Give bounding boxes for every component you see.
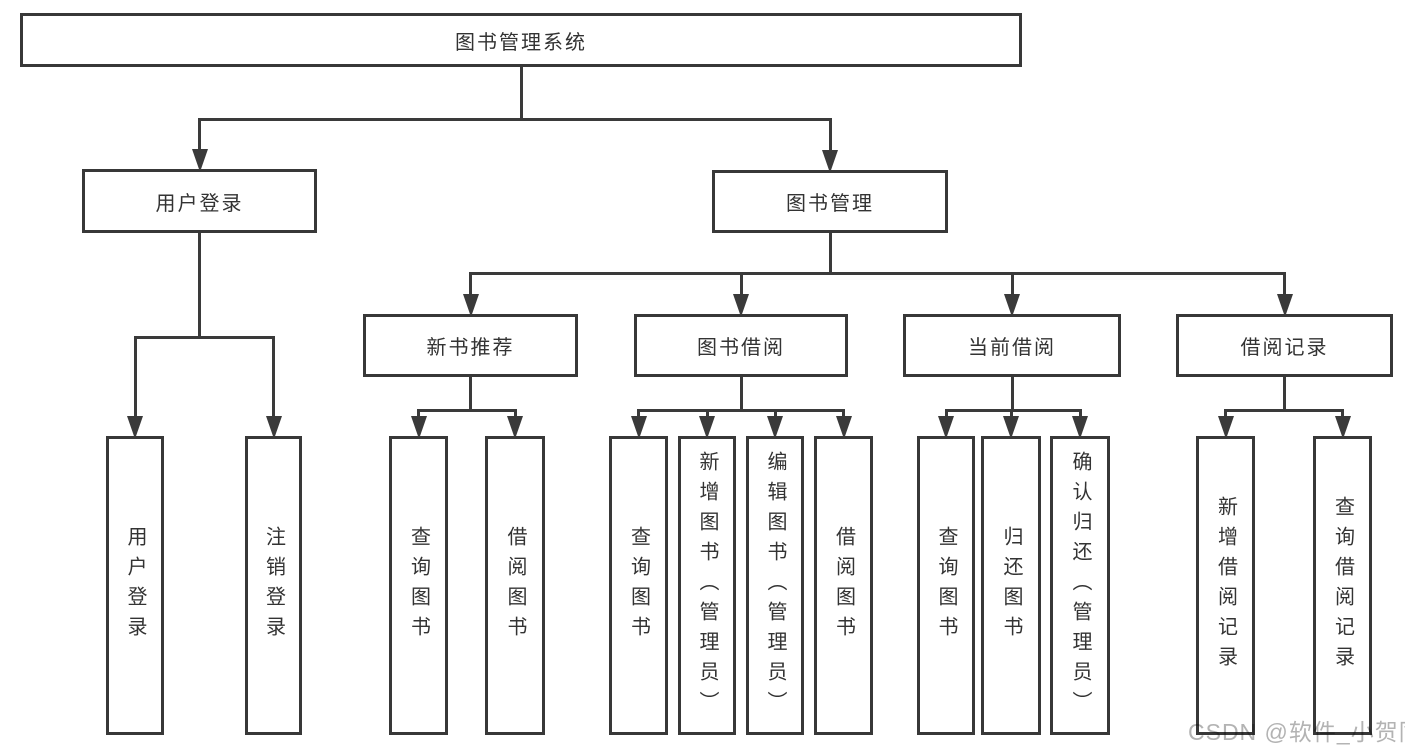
- node-user-login: 用户登录: [82, 169, 317, 233]
- connector-line: [739, 272, 743, 296]
- arrow-down-icon: [699, 416, 715, 439]
- node-v-borrow-book-1: 借阅图书: [485, 436, 545, 735]
- node-v-query-book-3: 查询图书: [917, 436, 975, 735]
- node-borrow-record: 借阅记录: [1176, 314, 1393, 377]
- connector-line: [1010, 272, 1014, 296]
- arrow-down-icon: [1004, 294, 1020, 317]
- node-new-book-rec: 新书推荐: [363, 314, 578, 377]
- connector-line: [1078, 409, 1082, 418]
- arrow-down-icon: [462, 294, 479, 317]
- connector-line: [133, 336, 275, 339]
- arrow-down-icon: [265, 416, 282, 439]
- arrow-down-icon: [410, 416, 427, 439]
- connector-line: [198, 118, 201, 151]
- connector-line: [272, 336, 275, 418]
- connector-line: [705, 409, 709, 418]
- node-label: 查询图书: [407, 525, 430, 646]
- arrow-down-icon: [1217, 416, 1234, 439]
- connector-line: [198, 118, 832, 121]
- node-book-borrow: 图书借阅: [634, 314, 848, 377]
- node-label: 图书借阅: [697, 337, 785, 359]
- node-label: 新增图书（管理员）: [696, 450, 718, 721]
- connector-line: [828, 118, 832, 152]
- node-v-borrow-book-2: 借阅图书: [814, 436, 873, 735]
- node-v-user-login: 用户登录: [106, 436, 164, 735]
- connector-line: [1283, 377, 1286, 412]
- connector-line: [773, 409, 777, 418]
- connector-line: [1224, 409, 1344, 412]
- connector-line: [469, 377, 472, 412]
- arrow-down-icon: [767, 416, 783, 439]
- arrow-down-icon: [1072, 416, 1088, 439]
- node-label: 新书推荐: [426, 337, 515, 359]
- connector-line: [944, 409, 948, 418]
- arrow-down-icon: [630, 416, 647, 439]
- node-label: 借阅图书: [504, 525, 526, 646]
- node-v-query-record: 查询借阅记录: [1313, 436, 1372, 735]
- arrow-down-icon: [938, 416, 954, 439]
- node-v-edit-book: 编辑图书（管理员）: [746, 436, 804, 735]
- node-label: 查询借阅记录: [1331, 495, 1354, 676]
- connector-line: [133, 336, 137, 418]
- connector-line: [944, 409, 1082, 412]
- connector-line: [469, 272, 472, 296]
- node-label: 用户登录: [155, 192, 244, 215]
- arrow-down-icon: [1003, 416, 1019, 439]
- node-v-return-book: 归还图书: [981, 436, 1041, 735]
- node-current-borrow: 当前借阅: [903, 314, 1121, 377]
- arrow-down-icon: [127, 416, 143, 439]
- connector-line: [637, 409, 640, 418]
- connector-line: [1010, 377, 1014, 412]
- connector-line: [1283, 272, 1286, 296]
- node-label: 查询图书: [935, 525, 957, 646]
- node-label: 图书管理系统: [455, 31, 587, 54]
- node-label: 用户登录: [124, 525, 146, 646]
- connector-line: [739, 377, 743, 412]
- arrow-down-icon: [1276, 294, 1293, 317]
- arrow-down-icon: [733, 294, 749, 317]
- node-label: 编辑图书（管理员）: [764, 450, 786, 721]
- node-v-add-book: 新增图书（管理员）: [678, 436, 736, 735]
- node-label: 借阅图书: [832, 525, 855, 646]
- connector-line: [469, 272, 1286, 275]
- connector-line: [519, 67, 523, 121]
- connector-line: [1224, 409, 1227, 418]
- node-label: 归还图书: [1000, 525, 1022, 646]
- node-v-query-book-2: 查询图书: [609, 436, 668, 735]
- connector-line: [417, 409, 420, 418]
- connector-line: [828, 233, 832, 275]
- node-label: 新增借阅记录: [1214, 495, 1237, 676]
- connector-line: [1009, 409, 1013, 418]
- node-label: 借阅记录: [1240, 337, 1329, 359]
- node-root: 图书管理系统: [20, 13, 1022, 67]
- node-label: 当前借阅: [968, 337, 1056, 359]
- connector-line: [198, 233, 201, 339]
- connector-line: [1341, 409, 1344, 418]
- arrow-down-icon: [507, 416, 523, 439]
- csdn-watermark: CSDN @软件_小贺同学: [1188, 719, 1405, 745]
- connector-line: [842, 409, 845, 418]
- arrow-down-icon: [835, 416, 852, 439]
- node-label: 确认归还（管理员）: [1069, 450, 1091, 721]
- node-v-add-record: 新增借阅记录: [1196, 436, 1255, 735]
- arrow-down-icon: [1334, 416, 1351, 439]
- connector-line: [637, 409, 845, 412]
- arrow-down-icon: [191, 149, 208, 172]
- node-label: 图书管理: [786, 193, 874, 215]
- node-book-mgmt: 图书管理: [712, 170, 948, 233]
- node-label: 注销登录: [262, 525, 285, 646]
- connector-line: [417, 409, 517, 412]
- arrow-down-icon: [822, 150, 838, 173]
- node-v-confirm-return: 确认归还（管理员）: [1050, 436, 1110, 735]
- node-label: 查询图书: [627, 525, 650, 646]
- node-v-logout: 注销登录: [245, 436, 302, 735]
- node-v-query-book-1: 查询图书: [389, 436, 448, 735]
- connector-line: [513, 409, 517, 418]
